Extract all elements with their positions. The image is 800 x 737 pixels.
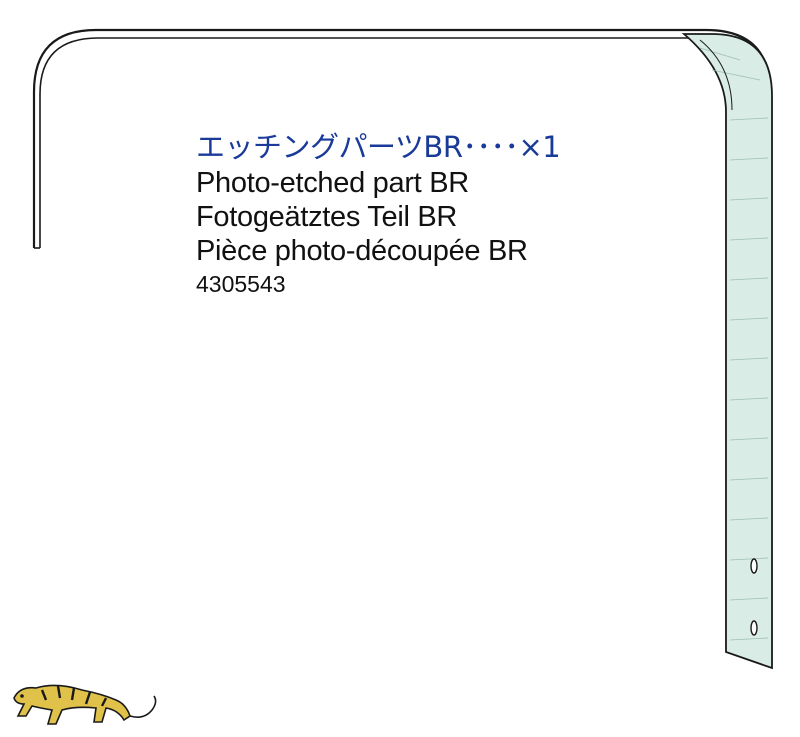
german-part-name: Fotogeätztes Teil BR — [196, 201, 458, 233]
japanese-part-name: エッチングパーツBR････×1 — [196, 130, 561, 164]
french-part-name: Pièce photo-découpée BR — [196, 235, 528, 267]
part-label-block: エッチングパーツBR････×1 Photo-etched part BR Fo… — [196, 128, 561, 300]
strip-hatching — [699, 47, 769, 641]
strip-inner-edge — [699, 39, 733, 111]
part-number: 4305543 — [196, 271, 286, 297]
tiger-logo-icon — [13, 684, 157, 725]
english-part-name: Photo-etched part BR — [196, 167, 469, 199]
mounting-hole-lower — [750, 620, 758, 636]
part-outline-inner — [39, 37, 690, 248]
etched-strip — [681, 33, 773, 670]
part-outline-outer — [32, 28, 772, 668]
mounting-hole-upper — [750, 558, 758, 574]
